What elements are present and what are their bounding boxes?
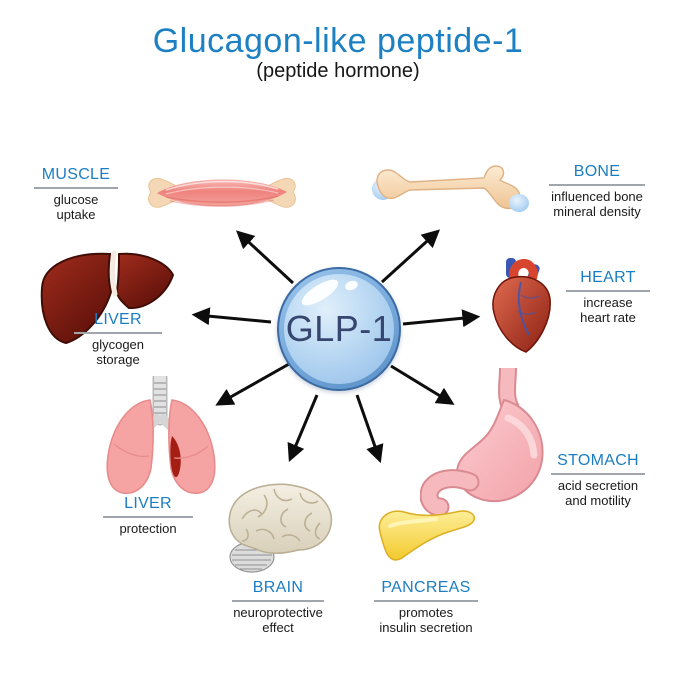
glp1-label: GLP-1 bbox=[285, 308, 393, 349]
arrow-to-lungs bbox=[215, 362, 290, 406]
page-title: Glucagon-like peptide-1 bbox=[152, 22, 524, 60]
pancreas-name: PANCREAS bbox=[381, 579, 471, 596]
lungs-desc: protection bbox=[119, 521, 177, 536]
brain-label: BRAIN neuroprotective effect bbox=[232, 579, 324, 635]
heart-label: HEART increase heart rate bbox=[566, 269, 650, 325]
muscle-desc: glucose uptake bbox=[53, 192, 99, 222]
arrow-to-brain bbox=[287, 394, 319, 462]
arrow-to-pancreas bbox=[355, 394, 384, 464]
lungs-icon bbox=[106, 376, 216, 494]
lungs-name: LIVER bbox=[124, 495, 172, 512]
heart-name: HEART bbox=[580, 269, 636, 286]
pancreas-desc: promotes insulin secretion bbox=[379, 605, 473, 635]
brain-name: BRAIN bbox=[252, 579, 304, 596]
label-divider bbox=[551, 473, 645, 475]
glp1-sphere-body bbox=[284, 274, 394, 384]
brain-icon bbox=[228, 483, 333, 573]
muscle-name: MUSCLE bbox=[41, 166, 111, 183]
muscle-label: MUSCLE glucose uptake bbox=[34, 166, 118, 222]
liver-icon bbox=[40, 250, 175, 345]
arrow-to-liver bbox=[191, 307, 272, 326]
arrow-group bbox=[191, 229, 481, 464]
label-divider bbox=[74, 332, 162, 334]
bone-name: BONE bbox=[573, 163, 621, 180]
label-divider bbox=[34, 187, 118, 189]
heart-desc: increase heart rate bbox=[580, 295, 636, 325]
pancreas-icon bbox=[378, 510, 476, 561]
liver-label: LIVER glycogen storage bbox=[74, 311, 162, 367]
muscle-icon bbox=[148, 177, 296, 208]
stomach-label: STOMACH acid secretion and motility bbox=[551, 452, 645, 508]
page-subtitle: (peptide hormone) bbox=[256, 60, 420, 82]
arrow-to-stomach bbox=[390, 364, 455, 405]
glp1-sphere: GLP-1 bbox=[277, 267, 401, 391]
label-divider bbox=[566, 290, 650, 292]
bone-desc: influenced bone mineral density bbox=[551, 189, 643, 219]
label-divider bbox=[549, 184, 645, 186]
stomach-desc: acid secretion and motility bbox=[557, 478, 639, 508]
arrow-to-heart bbox=[402, 309, 481, 328]
bone-label: BONE influenced bone mineral density bbox=[549, 163, 645, 219]
lungs-label: LIVER protection bbox=[103, 495, 193, 536]
label-divider bbox=[232, 600, 324, 602]
label-divider bbox=[103, 516, 193, 518]
liver-name: LIVER bbox=[94, 311, 142, 328]
heart-icon bbox=[492, 258, 551, 353]
arrow-to-bone bbox=[380, 229, 440, 284]
stomach-name: STOMACH bbox=[557, 452, 639, 469]
liver-desc: glycogen storage bbox=[91, 337, 145, 367]
pancreas-label: PANCREAS promotes insulin secretion bbox=[374, 579, 478, 635]
arrow-to-muscle bbox=[236, 230, 295, 285]
brain-desc: neuroprotective effect bbox=[233, 605, 323, 635]
bone-icon bbox=[372, 165, 529, 212]
stomach-icon bbox=[420, 367, 544, 517]
label-divider bbox=[374, 600, 478, 602]
